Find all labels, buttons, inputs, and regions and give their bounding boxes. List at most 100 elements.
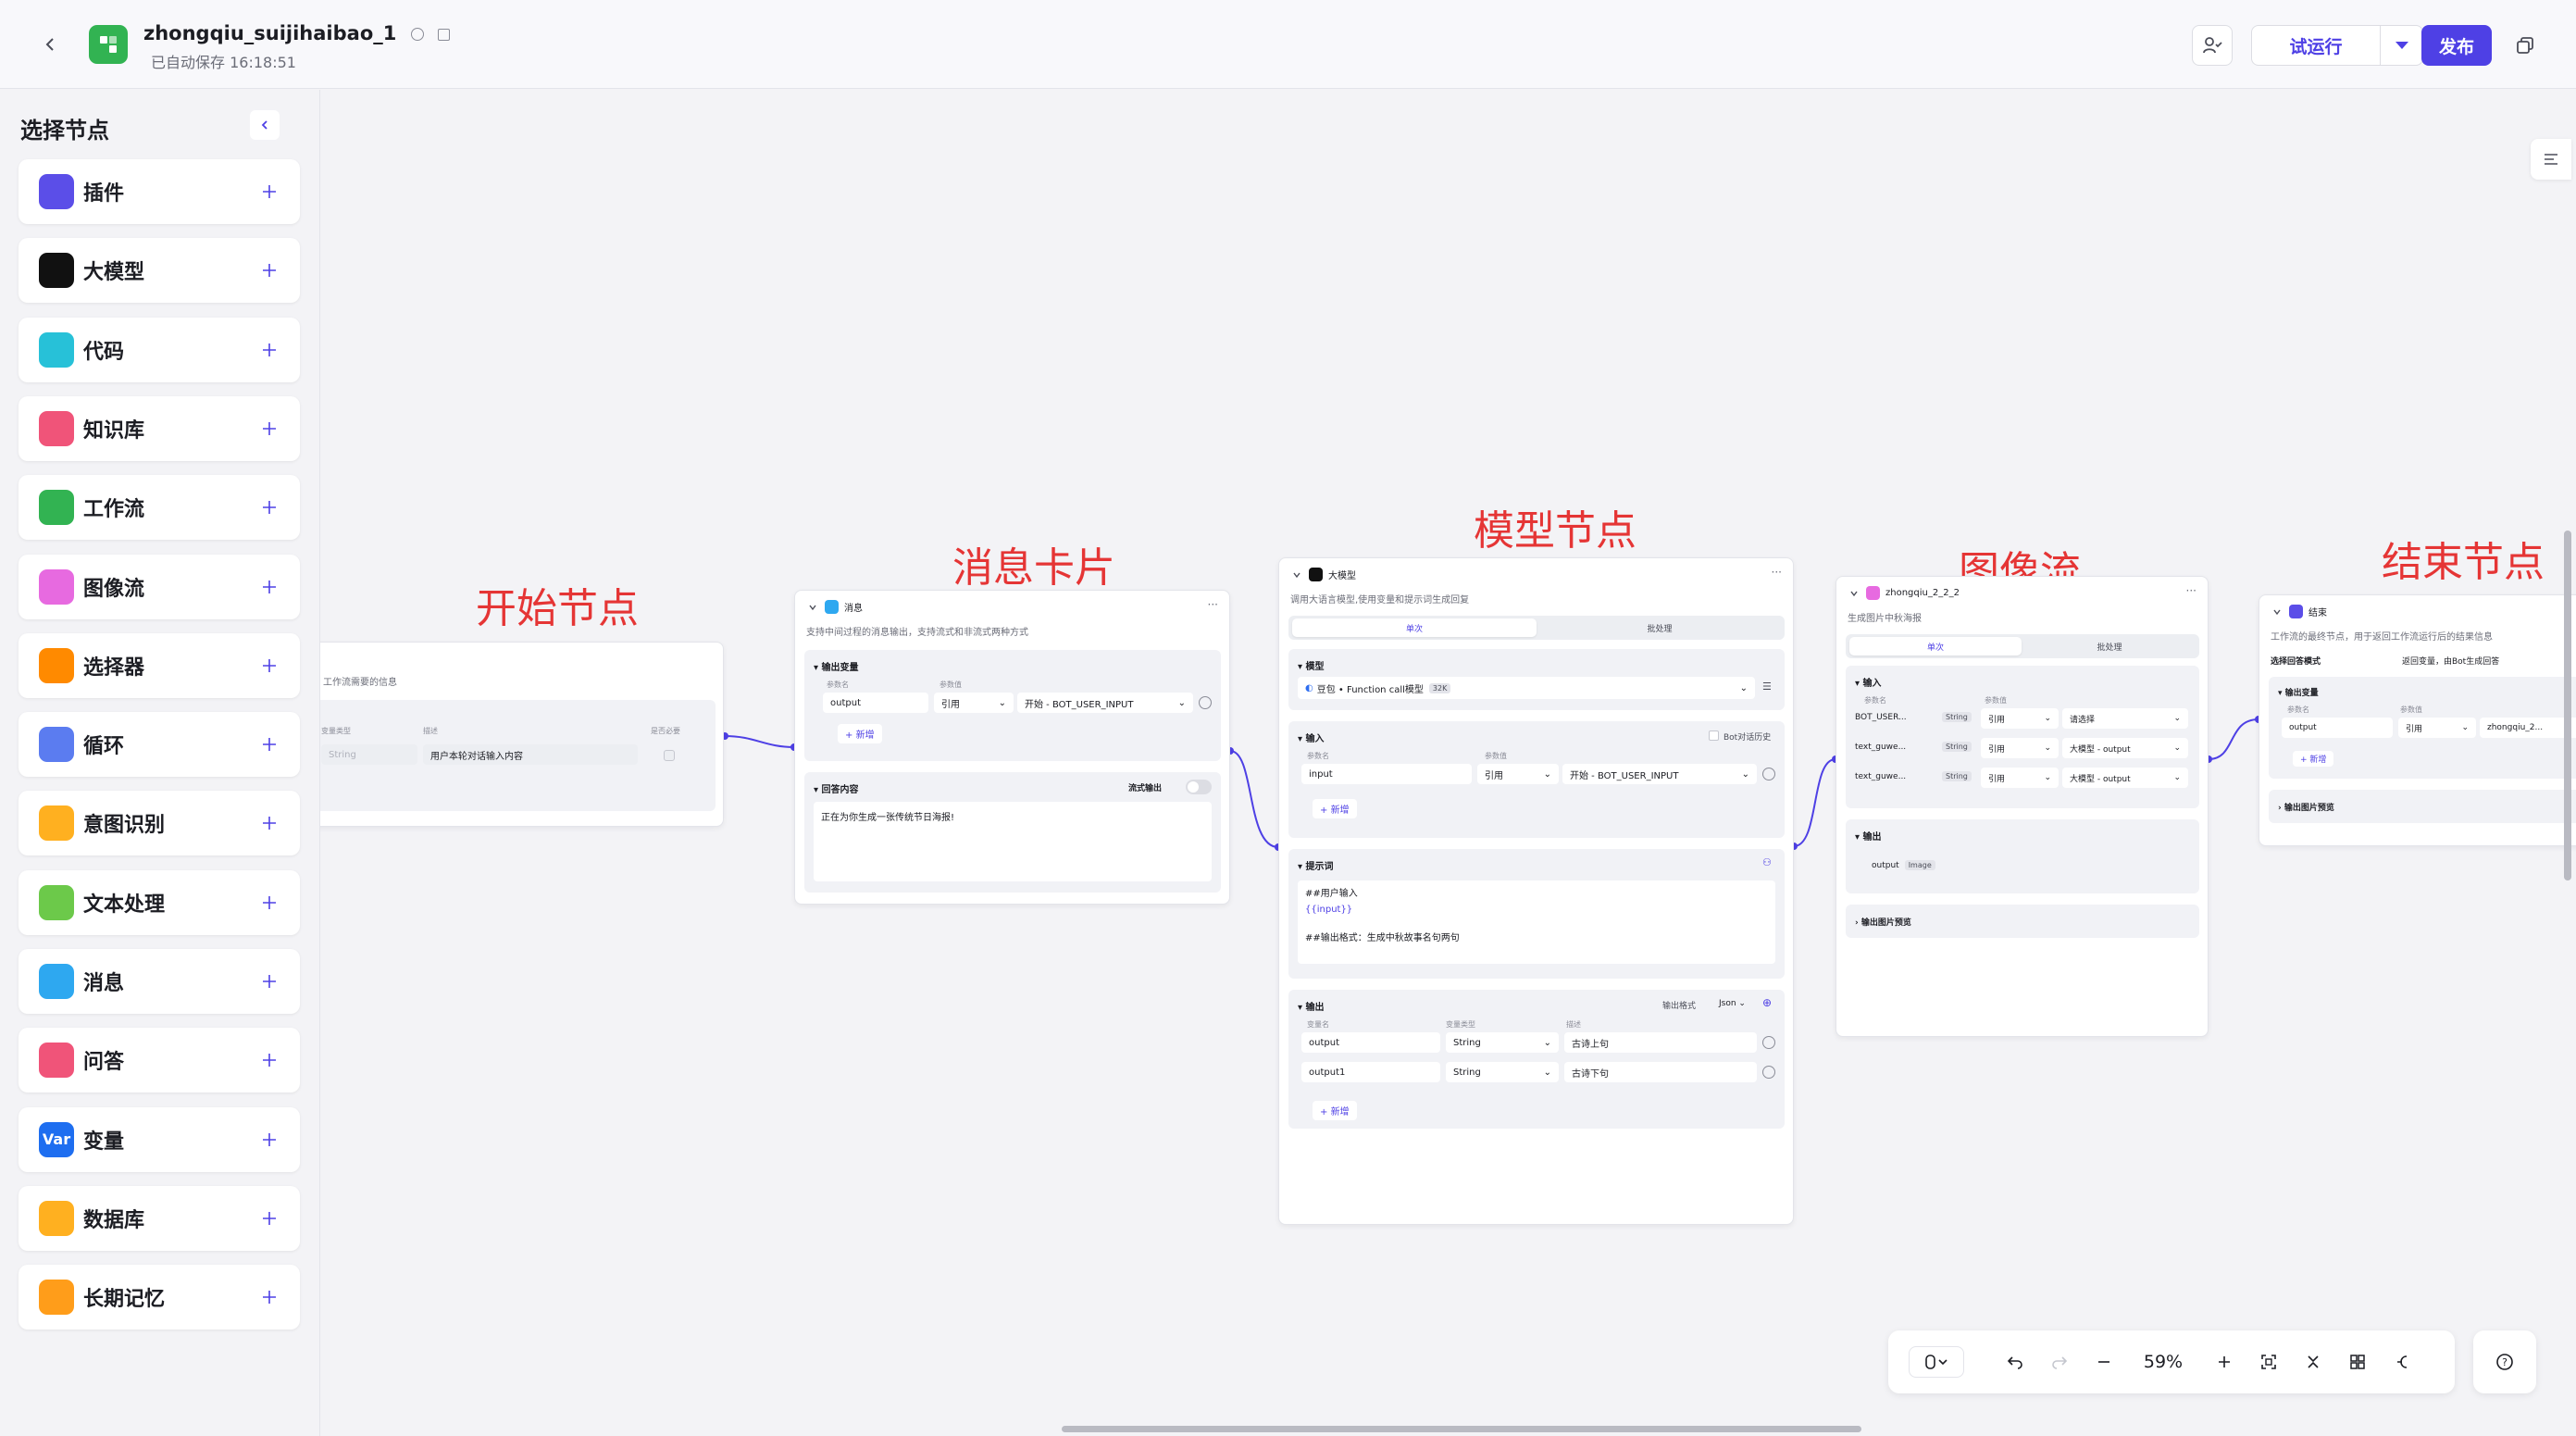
undo-button[interactable] [1999, 1346, 2031, 1378]
zoom-level[interactable]: 59% [2143, 1352, 2184, 1372]
model-add-input-button[interactable]: + 新增 [1313, 799, 1357, 818]
more-icon[interactable]: ··· [1207, 598, 1218, 611]
input-value-select[interactable]: 大模型 - output⌄ [2062, 738, 2188, 758]
sidebar-item-intent[interactable]: 意图识别 [19, 791, 300, 856]
help-button[interactable]: ? [2473, 1330, 2536, 1393]
sidebar-item-message[interactable]: 消息 [19, 949, 300, 1014]
model-input-var[interactable]: input [1301, 764, 1472, 784]
reply-content-input[interactable]: 正在为你生成一张传统节日海报! [814, 802, 1212, 881]
start-desc-input[interactable]: 用户本轮对话输入内容 [423, 744, 638, 765]
add-icon[interactable]: ⊕ [1762, 996, 1773, 1009]
input-value-select[interactable]: 请选择⌄ [2062, 708, 2188, 729]
copy-button[interactable] [2505, 25, 2545, 66]
message-add-button[interactable]: + 新增 [838, 724, 882, 743]
zoom-in-button[interactable] [2209, 1346, 2240, 1378]
layout-button[interactable] [2342, 1346, 2373, 1378]
plus-icon[interactable] [257, 1048, 281, 1072]
back-button[interactable] [31, 26, 68, 63]
more-icon[interactable]: ··· [1771, 566, 1782, 579]
input-ref-select[interactable]: 引用⌄ [1981, 738, 2059, 758]
chevron-down-icon[interactable] [1849, 589, 1859, 598]
plus-icon[interactable] [257, 654, 281, 678]
prompt-editor[interactable]: ##用户输入 {{input}} ##输出格式：生成中秋故事名句两句 [1298, 880, 1775, 964]
publish-button[interactable]: 发布 [2421, 25, 2492, 66]
end-preview-section[interactable]: › 输出图片预览 [2269, 790, 2576, 823]
message-node[interactable]: 消息 ··· 支持中间过程的消息输出，支持流式和非流式两种方式 ▾ 输出变量 参… [794, 590, 1230, 905]
workflow-canvas[interactable]: 开始节点 消息卡片 模型节点 图像流 结束节点 工作流需要的信息 ⊕ 变量类型 … [320, 90, 2576, 1436]
chevron-down-icon[interactable] [808, 603, 817, 612]
plus-icon[interactable] [257, 258, 281, 282]
sidebar-item-loop[interactable]: 循环 [19, 712, 300, 778]
end-var-input[interactable]: output [2282, 718, 2393, 738]
tab-batch[interactable]: 批处理 [2097, 643, 2122, 653]
message-ref-value[interactable]: 开始 - BOT_USER_INPUT⌄ [1017, 693, 1193, 713]
sidebar-item-plugin[interactable]: 插件 [19, 159, 300, 224]
end-ref-value[interactable]: zhongqiu_2... [2480, 718, 2576, 738]
bot-history-checkbox[interactable] [1709, 730, 1719, 741]
plus-icon[interactable] [257, 1206, 281, 1230]
start-type-select[interactable]: String [321, 744, 417, 765]
output-type-select[interactable]: String⌄ [1446, 1062, 1559, 1082]
plus-icon[interactable] [257, 417, 281, 441]
plus-icon[interactable] [257, 1285, 281, 1309]
output-desc-input[interactable]: 古诗下句 [1564, 1062, 1757, 1082]
input-ref-select[interactable]: 引用⌄ [1981, 708, 2059, 729]
output-desc-input[interactable]: 古诗上句 [1564, 1032, 1757, 1053]
output-format-select[interactable]: Json ⌄ [1719, 999, 1746, 1008]
imageflow-preview-section[interactable]: › 输出图片预览 [1846, 905, 2199, 938]
plus-icon[interactable] [257, 969, 281, 993]
vertical-scrollbar[interactable] [2564, 531, 2571, 880]
sidebar-item-knowledge[interactable]: 知识库 [19, 395, 300, 461]
minimap-button[interactable] [2297, 1346, 2329, 1378]
horizontal-scrollbar[interactable] [1062, 1426, 1861, 1432]
imageflow-node[interactable]: zhongqiu_2_2_2 ··· 生成图片中秋海报 单次 批处理 ▾ 输入 … [1836, 576, 2209, 1037]
info-icon[interactable] [410, 28, 424, 41]
remove-icon[interactable] [1762, 1036, 1775, 1049]
required-checkbox[interactable] [664, 750, 675, 761]
input-ref-select[interactable]: 引用⌄ [1981, 768, 2059, 788]
remove-icon[interactable] [1762, 768, 1775, 780]
start-node[interactable]: 工作流需要的信息 ⊕ 变量类型 描述 是否必要 String 用户本轮对话输入内… [320, 642, 724, 827]
plus-icon[interactable] [257, 180, 281, 204]
sidebar-item-llm[interactable]: 大模型 [19, 238, 300, 304]
end-add-button[interactable]: + 新增 [2293, 751, 2334, 767]
plus-icon[interactable] [257, 1128, 281, 1152]
end-ref-select[interactable]: 引用⌄ [2398, 718, 2476, 738]
edit-icon[interactable] [438, 28, 450, 41]
sidebar-item-text[interactable]: 文本处理 [19, 869, 300, 935]
output-var-input[interactable]: output1 [1301, 1062, 1440, 1082]
redo-button[interactable] [2044, 1346, 2075, 1378]
plus-icon[interactable] [257, 811, 281, 835]
connection-style-button[interactable] [2386, 1346, 2418, 1378]
settings-icon[interactable]: ☰ [1762, 681, 1772, 693]
more-icon[interactable]: ··· [2185, 584, 2196, 597]
sidebar-item-code[interactable]: 代码 [19, 317, 300, 382]
input-value-select[interactable]: 大模型 - output⌄ [2062, 768, 2188, 788]
sidebar-item-database[interactable]: 数据库 [19, 1185, 300, 1251]
model-node[interactable]: 大模型 ··· 调用大语言模型,使用变量和提示词生成回复 单次 批处理 ▾ 模型… [1278, 557, 1794, 1225]
interaction-mode-select[interactable] [1909, 1346, 1964, 1378]
sidebar-item-imageflow[interactable]: 图像流 [19, 554, 300, 619]
model-input-ref[interactable]: 引用⌄ [1477, 764, 1559, 784]
remove-icon[interactable] [1762, 1066, 1775, 1079]
tab-batch[interactable]: 批处理 [1647, 624, 1673, 634]
model-add-output-button[interactable]: + 新增 [1313, 1101, 1357, 1120]
output-var-input[interactable]: output [1301, 1032, 1440, 1053]
chevron-down-icon[interactable] [2272, 607, 2282, 617]
tab-single[interactable]: 单次 [1849, 637, 2022, 656]
end-node[interactable]: 结束 工作流的最终节点，用于返回工作流运行后的结果信息 选择回答模式 返回变量，… [2259, 594, 2576, 846]
plus-icon[interactable] [257, 732, 281, 756]
sidebar-item-workflow[interactable]: 工作流 [19, 475, 300, 541]
tab-single[interactable]: 单次 [1292, 618, 1537, 637]
trial-run-button[interactable]: 试运行 [2251, 25, 2381, 66]
stream-toggle[interactable] [1186, 780, 1212, 794]
fit-view-button[interactable] [2253, 1346, 2284, 1378]
plus-icon[interactable] [257, 891, 281, 915]
sidebar-collapse-button[interactable] [250, 110, 280, 140]
plus-icon[interactable] [257, 338, 281, 362]
sidebar-item-selector[interactable]: 选择器 [19, 632, 300, 698]
prompt-user-icon[interactable]: ⚇ [1762, 856, 1772, 868]
remove-icon[interactable] [1199, 696, 1212, 709]
